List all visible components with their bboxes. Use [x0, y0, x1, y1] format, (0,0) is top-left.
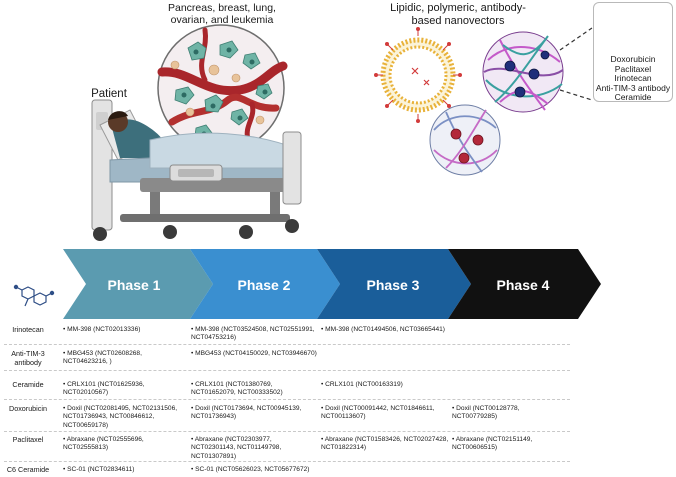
- drug-name: Anti-TIM-3 antibody: [11, 349, 45, 367]
- patient-bed-illustration: [91, 99, 302, 241]
- drug-name: Irinotecan: [12, 325, 44, 334]
- phase-4-label: Phase 4: [496, 277, 550, 293]
- trial-cell: • MM-398 (NCT03524508, NCT02551991, NCT0…: [191, 326, 315, 342]
- drug-list-item: Paclitaxel: [614, 63, 652, 74]
- drug-name: Paclitaxel: [12, 435, 44, 444]
- tumor-types-label: Pancreas, breast, lung, ovarian, and leu…: [168, 2, 276, 26]
- row-divider: [4, 431, 570, 432]
- trial-cell: • Doxil (NCT02081495, NCT02131506, NCT01…: [63, 405, 178, 429]
- phase-3-arrow: [317, 249, 471, 319]
- trial-cell: • CRLX101 (NCT01380769, NCT01652079, NCT…: [191, 381, 283, 397]
- drug-list-item: Anti-TIM-3 antibody: [595, 82, 671, 93]
- trial-cell: • CRLX101 (NCT00163319): [321, 381, 403, 388]
- trial-cell: • Doxil (NCT00091442, NCT01846611, NCT00…: [321, 405, 435, 421]
- trial-cell: • Doxil (NCT0173694, NCT00945139, NCT017…: [191, 405, 302, 421]
- phase-1-label: Phase 1: [107, 277, 161, 293]
- trial-cell: • SC-01 (NCT05626023, NCT05677672): [191, 466, 310, 473]
- trial-cell: • SC-01 (NCT02834611): [63, 466, 135, 473]
- row-divider: [4, 344, 570, 345]
- drug-name: Doxorubicin: [9, 404, 47, 413]
- drug-box: [593, 2, 673, 102]
- phase-arrows: [13, 249, 601, 319]
- trial-cell: • Doxil (NCT00128778, NCT00779285): [452, 405, 520, 421]
- drug-list: Doxorubicin Paclitaxel Irinotecan Anti-T…: [593, 54, 673, 103]
- trial-cell: • MM-398 (NCT02013336): [63, 326, 141, 333]
- polymeric-nanovector-small: [429, 104, 501, 176]
- molecule-icon: [13, 284, 55, 307]
- trial-cell: • Abraxane (NCT02303977, NCT02301143, NC…: [191, 436, 282, 460]
- patient-label: Patient: [91, 88, 127, 100]
- connector-line: [559, 89, 593, 101]
- phase-2-arrow: [190, 249, 340, 319]
- lipid-nanovector: [374, 27, 462, 123]
- trial-cell: • MBG453 (NCT02608268, NCT04623216, ): [63, 350, 142, 366]
- drug-name: Ceramide: [12, 380, 44, 389]
- phase-1-arrow: [63, 249, 213, 319]
- trial-cell: • Abraxane (NCT01583426, NCT02027428, NC…: [321, 436, 449, 452]
- drug-list-item: Irinotecan: [614, 73, 652, 84]
- nanovector-label: Lipidic, polymeric, antibody-based nanov…: [390, 2, 526, 27]
- row-divider: [4, 399, 570, 400]
- connector-line: [559, 27, 593, 51]
- trial-cell: • MM-398 (NCT01494506, NCT03665441): [321, 326, 445, 333]
- row-divider: [4, 461, 570, 462]
- tumor-tissue-circle: [157, 24, 288, 182]
- drug-list-item: Ceramide: [614, 92, 652, 103]
- trial-cell: • Abraxane (NCT02151149, NCT00606515): [452, 436, 533, 452]
- row-divider: [4, 370, 570, 371]
- trial-cell: • CRLX101 (NCT01625936, NCT02010567): [63, 381, 145, 397]
- phase-3-label: Phase 3: [366, 277, 420, 293]
- drug-list-item: Doxorubicin: [610, 54, 656, 64]
- drug-name: C6 Ceramide: [6, 465, 50, 474]
- trial-cell: • MBG453 (NCT04150029, NCT03946670): [191, 350, 317, 357]
- polymeric-nanovector: [482, 31, 564, 113]
- illustration: [91, 9, 643, 241]
- phase-4-arrow: [448, 249, 601, 319]
- trial-cell: • Abraxane (NCT02555696, NCT02555813): [63, 436, 144, 452]
- phase-2-label: Phase 2: [237, 277, 291, 293]
